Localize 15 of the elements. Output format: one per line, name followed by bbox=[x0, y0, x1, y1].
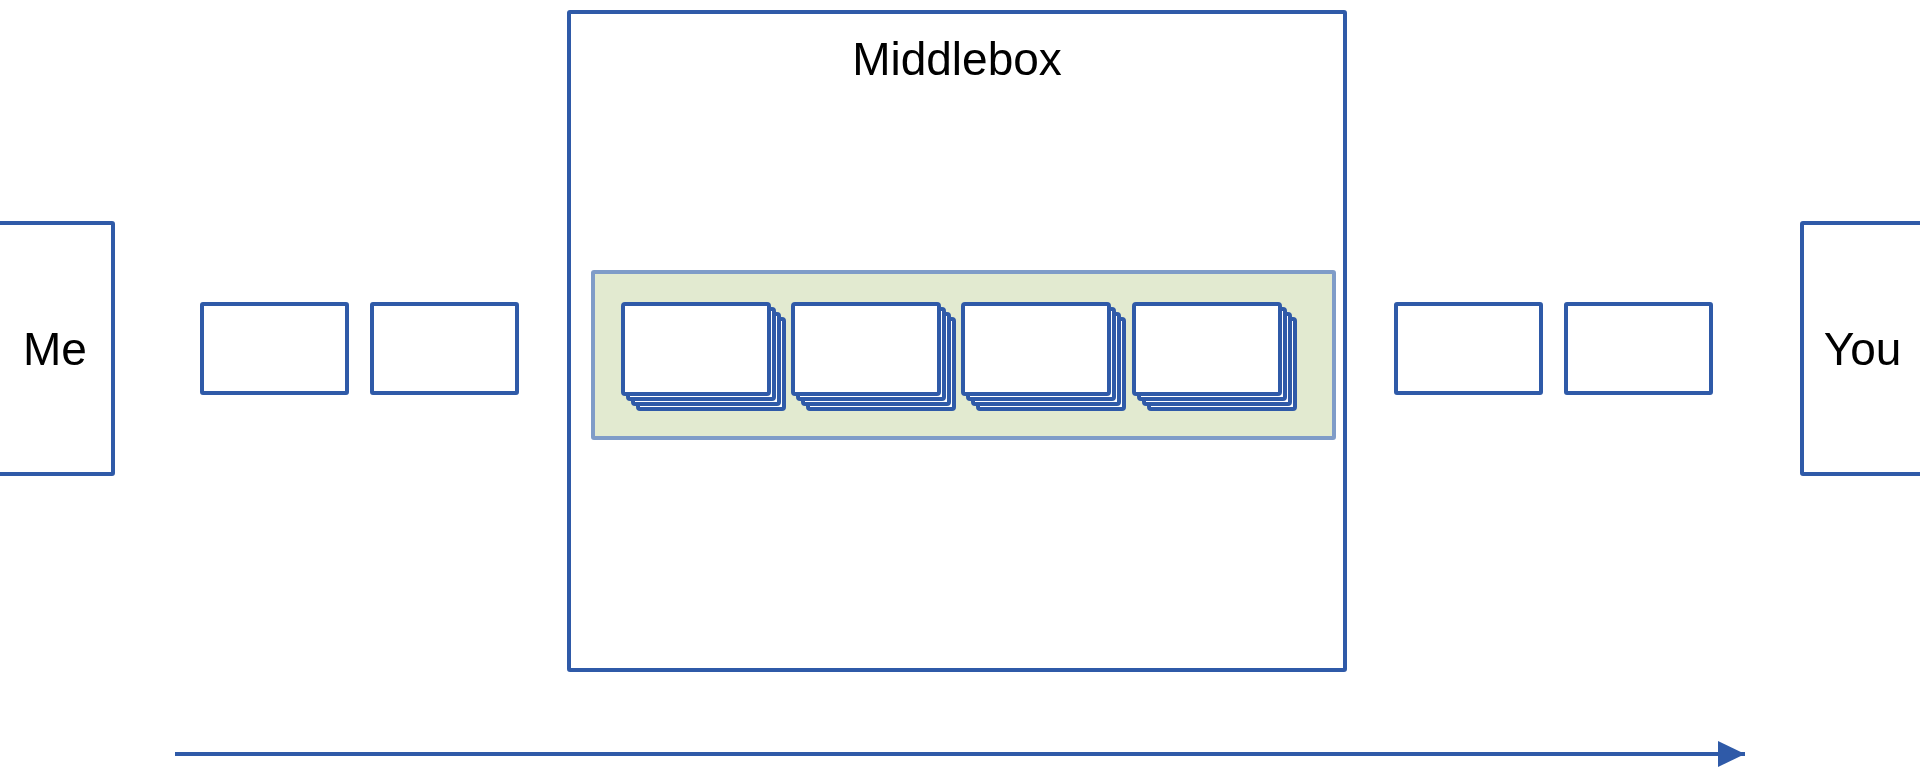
band bbox=[591, 270, 1336, 440]
packet-box bbox=[200, 302, 349, 395]
packet-stack bbox=[961, 302, 1127, 412]
container-box bbox=[567, 10, 1347, 672]
endpoint-label: You bbox=[1822, 321, 1903, 376]
packet-box bbox=[1394, 302, 1543, 395]
packet-box bbox=[370, 302, 519, 395]
endpoint-label: Me bbox=[22, 321, 88, 376]
endpoint-box bbox=[1800, 221, 1920, 476]
container-title: Middlebox bbox=[851, 32, 1063, 86]
packet-stack bbox=[621, 302, 787, 412]
packet-stack bbox=[791, 302, 957, 412]
endpoint-box bbox=[0, 221, 115, 476]
packet-stack bbox=[1132, 302, 1298, 412]
packet-box bbox=[1564, 302, 1713, 395]
